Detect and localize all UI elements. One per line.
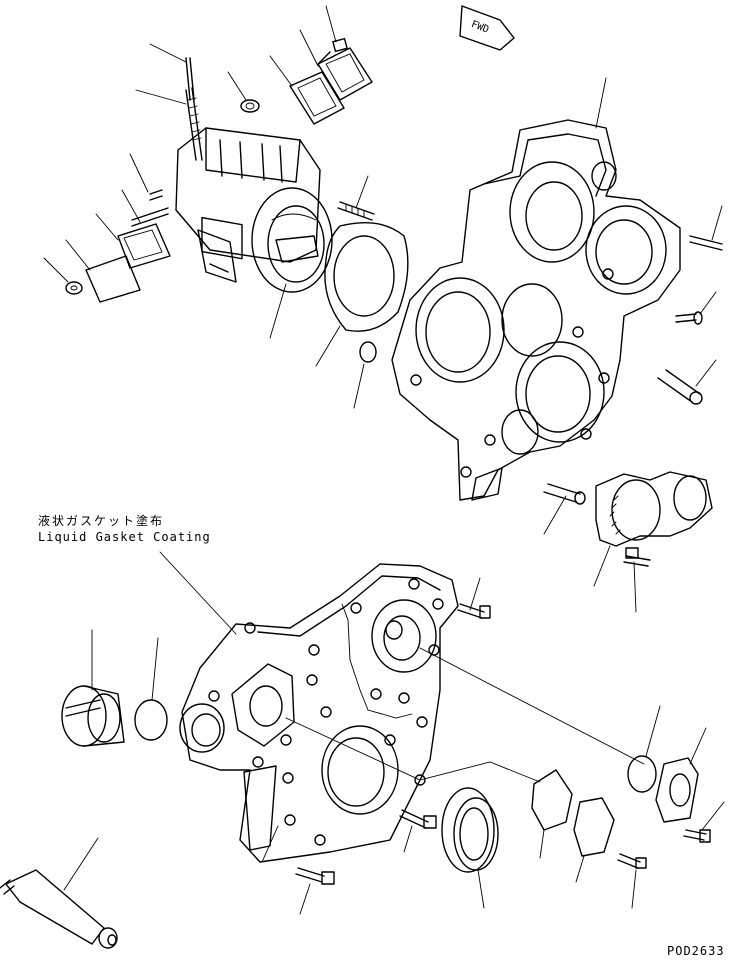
seal-disc [134,699,168,741]
lower-right-parts [295,603,711,885]
fwd-direction-marker: FWD [459,5,515,51]
leader-lines [43,5,725,915]
auxiliary-pump [595,471,713,567]
drawing-code: POD2633 [667,944,725,958]
sealant-tube [0,869,118,949]
front-cover [179,563,459,863]
timing-gear-housing [391,119,723,505]
water-housing-assembly [65,37,375,303]
filler-cap [61,685,125,747]
housing-gasket [324,221,409,363]
annotation-jp: 液状ガスケット塗布 [38,514,165,528]
fwd-label: FWD [470,19,491,36]
annotation-en: Liquid Gasket Coating [38,530,211,544]
